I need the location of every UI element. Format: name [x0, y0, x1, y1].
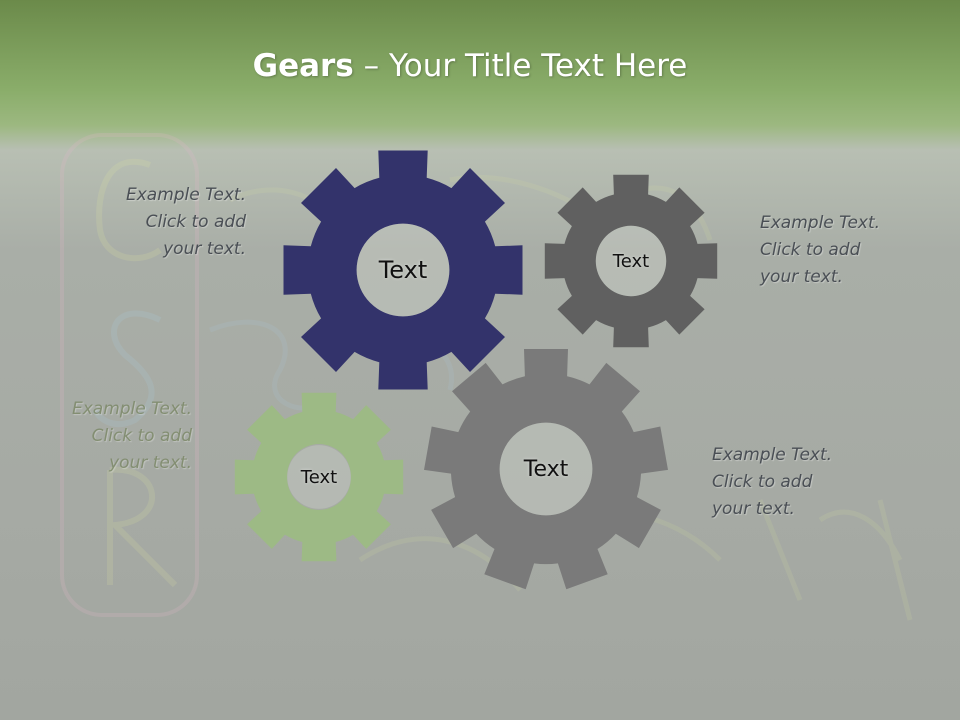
note-line: your text. — [109, 453, 192, 473]
gear-icon — [544, 174, 718, 348]
gear-dark-gray[interactable]: Text — [541, 171, 721, 351]
note-line: Example Text. — [125, 185, 246, 205]
gear-label: Text — [612, 250, 650, 272]
example-text-top-right[interactable]: Example Text. Click to add your text. — [760, 210, 950, 291]
title-rest: – Your Title Text Here — [353, 48, 688, 84]
gear-body — [283, 150, 523, 390]
gear-icon — [424, 349, 668, 590]
note-line: your text. — [712, 499, 795, 519]
title-bold-word: Gears — [252, 48, 354, 84]
gear-gray[interactable]: Text — [422, 345, 670, 593]
gear-body — [234, 392, 404, 562]
example-text-middle-left[interactable]: Example Text. Click to add your text. — [40, 396, 192, 477]
note-line: Click to add — [712, 472, 813, 492]
gear-label: Text — [378, 256, 428, 284]
note-line: Click to add — [760, 240, 861, 260]
gear-body — [544, 174, 718, 348]
note-line: Example Text. — [71, 399, 192, 419]
example-text-top-left[interactable]: Example Text. Click to add your text. — [60, 182, 246, 263]
gear-green[interactable]: Text — [231, 389, 407, 565]
note-line: Click to add — [91, 426, 192, 446]
note-line: Click to add — [145, 212, 246, 232]
gear-hole — [356, 223, 450, 317]
note-line: your text. — [163, 239, 246, 259]
gear-label: Text — [300, 466, 338, 488]
note-line: your text. — [760, 267, 843, 287]
gear-hole — [499, 422, 593, 516]
note-line: Example Text. — [712, 445, 833, 465]
gear-hole — [287, 445, 351, 509]
gear-navy[interactable]: Text — [279, 146, 527, 394]
gear-label: Text — [523, 456, 569, 482]
gear-icon — [234, 392, 404, 562]
gear-icon — [283, 150, 523, 390]
gear-hole — [595, 225, 667, 297]
example-text-bottom-right[interactable]: Example Text. Click to add your text. — [712, 442, 902, 523]
gear-body — [424, 349, 668, 590]
note-line: Example Text. — [760, 213, 881, 233]
slide-title[interactable]: Gears – Your Title Text Here — [0, 48, 940, 84]
